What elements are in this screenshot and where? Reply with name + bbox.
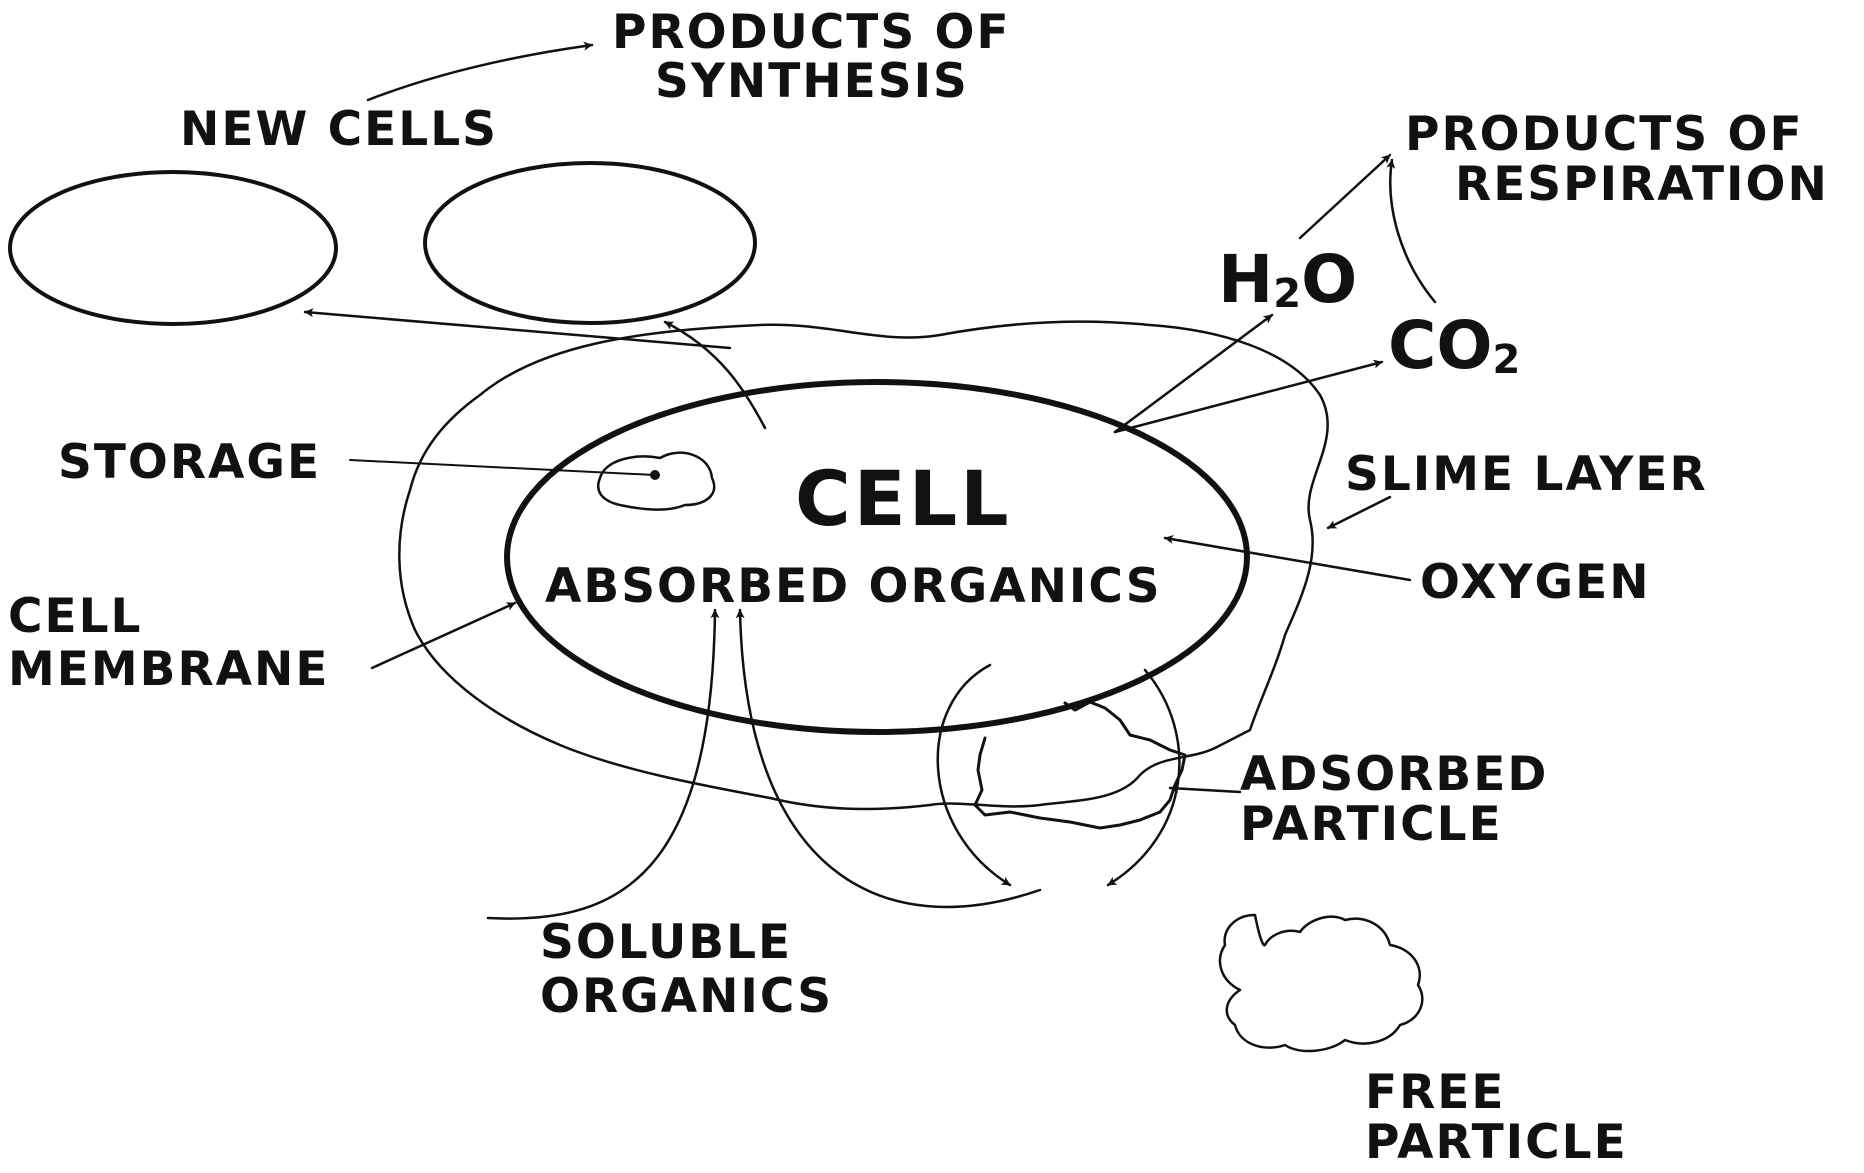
- label-oxygen: OXYGEN: [1420, 555, 1651, 610]
- arrow-adsorbed-particle: [1170, 788, 1240, 792]
- arrow-to-products-of-synthesis: [368, 45, 592, 100]
- label-free-particle-line1: FREE: [1365, 1065, 1506, 1120]
- cell-membrane-ellipse: [507, 382, 1247, 732]
- arrow-oxygen-into-cell: [1165, 538, 1410, 580]
- arrow-cell-to-new-cells: [305, 312, 730, 348]
- label-free-particle-line2: PARTICLE: [1365, 1115, 1628, 1168]
- arrow-co2-to-respiration: [1390, 160, 1435, 302]
- storage-pointer: [350, 460, 655, 475]
- arrow-soluble-organics-in-1: [488, 610, 715, 919]
- label-slime-layer: SLIME LAYER: [1345, 447, 1708, 502]
- arrow-cell-membrane: [372, 603, 515, 668]
- new-cell-left: [10, 172, 336, 324]
- label-products-of-respiration-line2: RESPIRATION: [1455, 157, 1829, 212]
- new-cell-right: [425, 163, 755, 323]
- label-products-of-respiration-line1: PRODUCTS OF: [1405, 107, 1804, 162]
- label-absorbed-organics: ABSORBED ORGANICS: [545, 559, 1162, 614]
- label-cell: CELL: [795, 454, 1012, 543]
- arrow-h2o-to-respiration: [1300, 155, 1390, 238]
- storage-blob: [598, 453, 714, 510]
- arrow-cell-to-co2: [1115, 362, 1382, 432]
- label-water: H2O: [1218, 241, 1357, 318]
- label-cell-membrane-line2: MEMBRANE: [8, 642, 329, 697]
- arrow-cell-to-h2o: [1115, 315, 1272, 432]
- label-carbon-dioxide: CO2: [1388, 307, 1520, 384]
- arrow-particle-breakdown-right: [1108, 670, 1179, 885]
- label-products-of-synthesis-line2: SYNTHESIS: [655, 54, 969, 109]
- label-soluble-organics-line1: SOLUBLE: [540, 915, 792, 970]
- arrow-cell-to-new-cell-right: [665, 322, 765, 428]
- label-new-cells: NEW CELLS: [180, 102, 498, 157]
- label-storage: STORAGE: [58, 435, 321, 490]
- label-cell-membrane-line1: CELL: [8, 589, 143, 644]
- label-adsorbed-particle-line1: ADSORBED: [1240, 747, 1548, 802]
- free-particle-shape: [1220, 915, 1422, 1051]
- label-adsorbed-particle-line2: PARTICLE: [1240, 797, 1503, 852]
- arrow-particle-breakdown-left: [938, 665, 1010, 885]
- label-soluble-organics-line2: ORGANICS: [540, 969, 833, 1024]
- arrow-soluble-organics-in-2: [740, 610, 1040, 907]
- label-products-of-synthesis-line1: PRODUCTS OF: [612, 5, 1011, 60]
